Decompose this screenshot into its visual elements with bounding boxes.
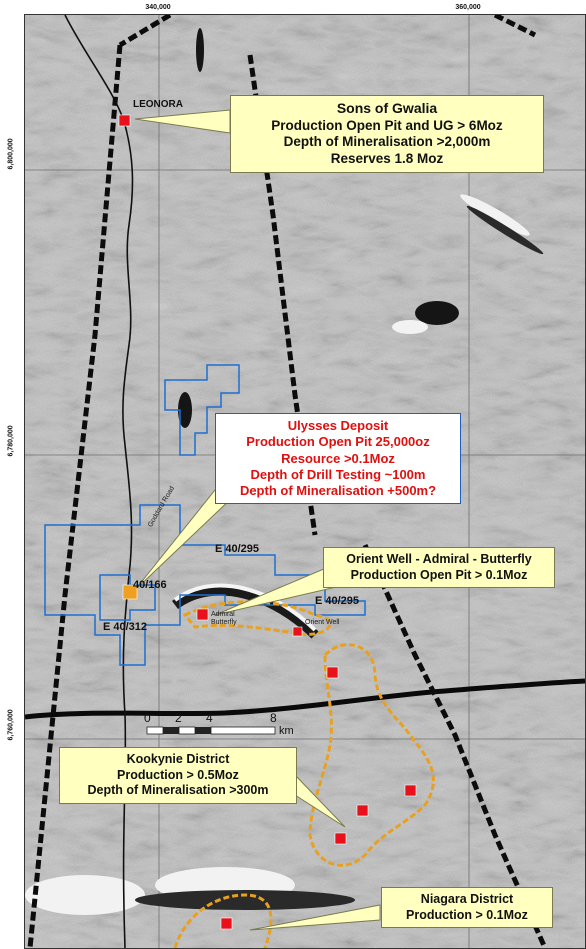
callout-ulysses[interactable]: Ulysses Deposit Production Open Pit 25,0…	[215, 413, 461, 505]
tenement-boundaries	[44, 364, 366, 666]
x-tick-340000: 340,000	[145, 4, 171, 11]
y-tick-6780000: 6,780,000	[7, 425, 15, 457]
scale-tick-8: 8	[270, 711, 277, 725]
orient-line-2: Production Open Pit > 0.1Moz	[350, 567, 528, 582]
scale-tick-4: 4	[206, 711, 213, 725]
scale-bar	[146, 726, 276, 735]
scale-unit: km	[279, 725, 294, 737]
gwalia-line-2: Production Open Pit and UG > 6Moz	[271, 117, 503, 133]
road	[122, 124, 134, 948]
label-e40-295-b: E 40/295	[315, 595, 360, 607]
y-tick-6760000: 6,760,000	[7, 709, 15, 741]
scale-tick-2: 2	[175, 711, 182, 725]
road-north	[64, 15, 126, 126]
dark-anomalies	[178, 28, 459, 428]
kookynie-line-2: Production > 0.5Moz	[117, 767, 239, 782]
label-e40-166: 40/166	[133, 579, 167, 591]
niagara-line-1: Niagara District	[420, 892, 514, 906]
y-tick-6800000: 6,800,000	[7, 138, 15, 170]
scale-tick-0: 0	[144, 711, 151, 725]
callout-pointers	[134, 109, 381, 931]
label-e40-295-a: E 40/295	[215, 543, 260, 555]
ulysses-line-3: Resource >0.1Moz	[281, 450, 395, 466]
x-tick-360000: 360,000	[455, 4, 481, 11]
ulysses-marker	[122, 584, 138, 600]
callout-sons-of-gwalia[interactable]: Sons of Gwalia Production Open Pit and U…	[230, 95, 544, 174]
gwalia-line-1: Sons of Gwalia	[336, 100, 438, 116]
callout-orient-well[interactable]: Orient Well - Admiral - Butterfly Produc…	[323, 547, 555, 589]
niagara-line-2: Production > 0.1Moz	[406, 907, 528, 922]
gwalia-line-4: Reserves 1.8 Moz	[330, 151, 444, 167]
ridge-light	[173, 583, 317, 632]
label-admiral: Admiral	[211, 611, 235, 618]
callout-kookynie[interactable]: Kookynie District Production > 0.5Moz De…	[59, 747, 297, 804]
kookynie-line-1: Kookynie District	[126, 752, 230, 766]
ulysses-line-4: Depth of Drill Testing ~100m	[250, 466, 426, 482]
dark-bands	[135, 205, 544, 910]
ulysses-line-1: Ulysses Deposit	[287, 418, 389, 433]
callout-niagara[interactable]: Niagara District Production > 0.1Moz	[381, 887, 553, 929]
label-orient-well: Orient Well	[305, 619, 340, 626]
orient-line-1: Orient Well - Admiral - Butterfly	[346, 552, 532, 566]
ridge-dark	[172, 585, 319, 639]
label-leonora: LEONORA	[133, 99, 183, 110]
ulysses-line-5: Depth of Mineralisation +500m?	[239, 483, 437, 498]
label-butterfly: Butterfly	[211, 619, 237, 626]
mine-markers	[118, 114, 417, 930]
label-e40-312: E 40/312	[103, 621, 148, 633]
gwalia-line-3: Depth of Mineralisation >2,000m	[283, 134, 491, 150]
kookynie-line-3: Depth of Mineralisation >300m	[87, 783, 269, 798]
ulysses-line-2: Production Open Pit 25,000oz	[246, 434, 430, 450]
dyke-line	[25, 678, 585, 720]
geology-map[interactable]: LEONORA Admiral Butterfly Orient Well Go…	[24, 14, 586, 949]
